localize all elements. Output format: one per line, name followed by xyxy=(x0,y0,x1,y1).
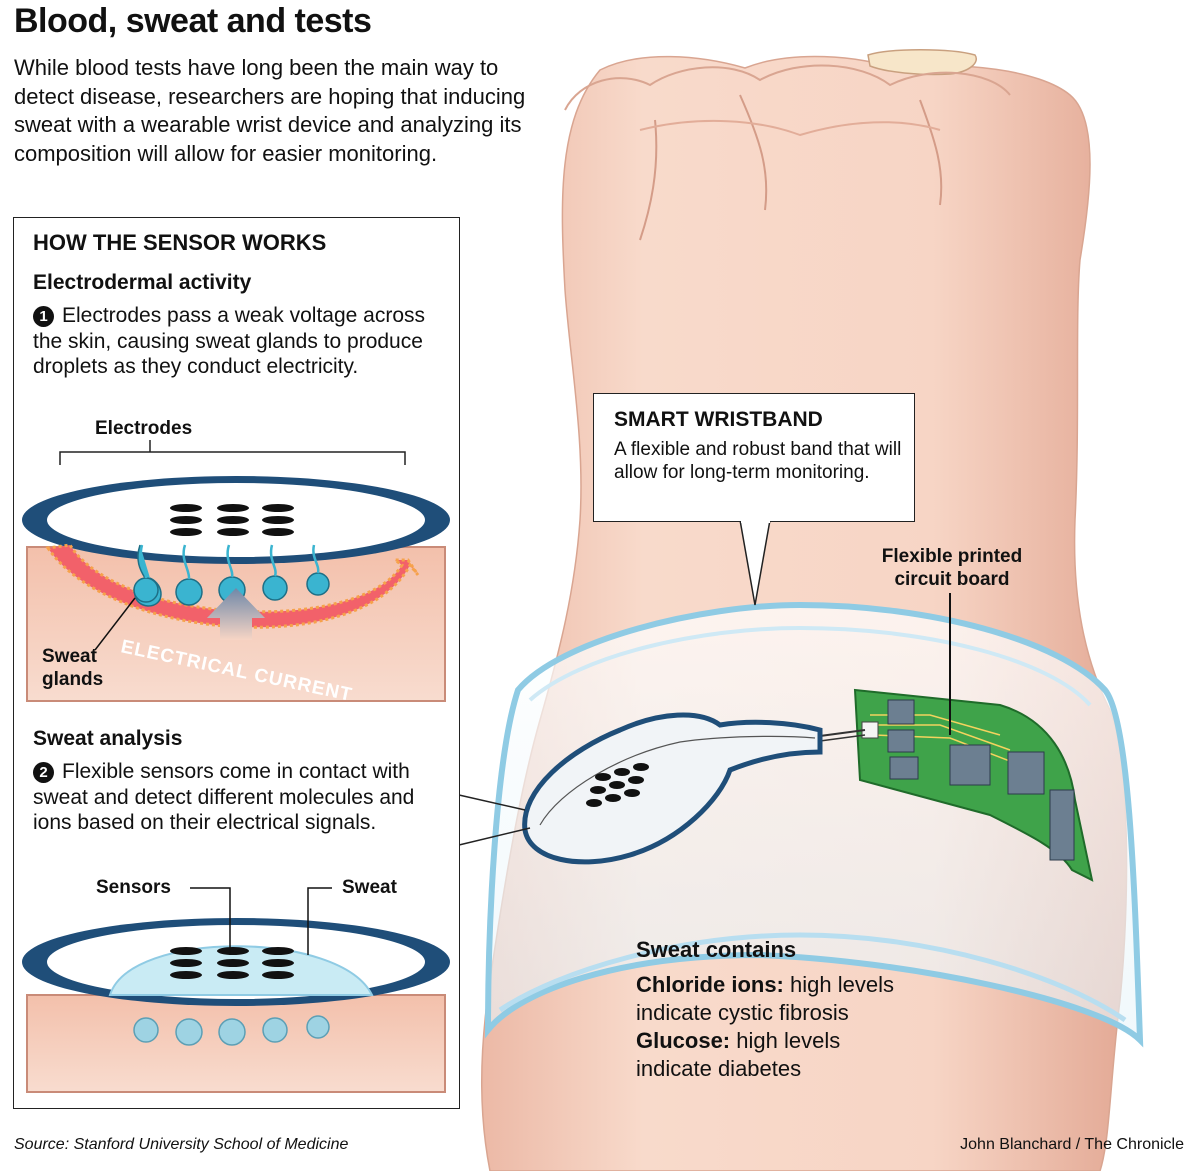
glucose-item: Glucose: high levels indicate diabetes xyxy=(636,1027,966,1083)
electrodermal-text: Electrodes pass a weak voltage across th… xyxy=(33,304,426,378)
chip-1 xyxy=(887,699,915,725)
sweat-label: Sweat xyxy=(342,877,397,898)
intro-text: While blood tests have long been the mai… xyxy=(14,55,526,166)
finger-line xyxy=(639,119,941,137)
glucose-text-line2: indicate diabetes xyxy=(636,1056,802,1081)
wristband-callout xyxy=(593,393,915,522)
sweat-contains-title: Sweat contains xyxy=(636,937,797,962)
chloride-name: Chloride ions: xyxy=(636,972,784,997)
thumbnail xyxy=(867,49,977,76)
sensors-label: Sensors xyxy=(96,877,171,898)
electrode-dots xyxy=(170,504,294,536)
sweat-glands-label-line1: Sweat xyxy=(42,646,97,667)
glucose-text-line1: high levels xyxy=(736,1028,841,1053)
wristband-title: SMART WRISTBAND xyxy=(614,408,823,431)
knuckle-lines xyxy=(639,94,943,241)
page-title: Blood, sweat and tests xyxy=(14,2,372,40)
sensor-paddle xyxy=(522,712,823,865)
sweat-glands-label-line2: glands xyxy=(42,669,104,690)
wristband-description: A flexible and robust band that will all… xyxy=(614,439,902,483)
panel-heading: HOW THE SENSOR WORKS xyxy=(33,230,327,255)
sweat-dome xyxy=(108,945,374,996)
pcb-label: Flexible printed circuit board xyxy=(860,545,1044,591)
current-arrow xyxy=(45,543,420,629)
sweat-sensor xyxy=(522,712,866,865)
sweat-glands-label: Sweat glands xyxy=(42,645,103,691)
glucose-name: Glucose: xyxy=(636,1028,731,1053)
electrodermal-diagram: ELECTRICAL CURRENT xyxy=(22,440,450,706)
upward-arrow xyxy=(207,588,265,640)
sweat-analysis-heading: Sweat analysis xyxy=(33,727,183,750)
credit: John Blanchard / The Chronicle xyxy=(960,1136,1184,1153)
sweat-analysis-diagram xyxy=(22,887,450,1093)
pcb-label-line2: circuit board xyxy=(894,569,1010,590)
electrodermal-heading: Electrodermal activity xyxy=(33,271,252,294)
sweat-analysis-text: Flexible sensors come in contact with sw… xyxy=(33,760,415,834)
chip-2 xyxy=(887,729,915,753)
electrodes-label: Electrodes xyxy=(95,418,193,439)
chip-4 xyxy=(949,744,991,786)
chip-6 xyxy=(1049,789,1075,861)
source-note: Source: Stanford University School of Me… xyxy=(14,1136,349,1153)
chloride-text-line1: high levels xyxy=(790,972,894,997)
chloride-text-line2: indicate cystic fibrosis xyxy=(636,1000,849,1025)
pcb-label-line1: Flexible printed xyxy=(881,546,1023,567)
wristband xyxy=(484,601,1144,1048)
sweat-contains: Sweat contains Chloride ions: high level… xyxy=(636,937,966,1083)
chip-5 xyxy=(1007,751,1045,795)
chip-3 xyxy=(889,756,919,780)
circuit-board xyxy=(853,688,1094,882)
step-number-2: 2 xyxy=(33,762,54,783)
step-number-1: 1 xyxy=(33,306,54,327)
callout-gap xyxy=(741,518,770,523)
chloride-item: Chloride ions: high levels indicate cyst… xyxy=(636,971,966,1027)
